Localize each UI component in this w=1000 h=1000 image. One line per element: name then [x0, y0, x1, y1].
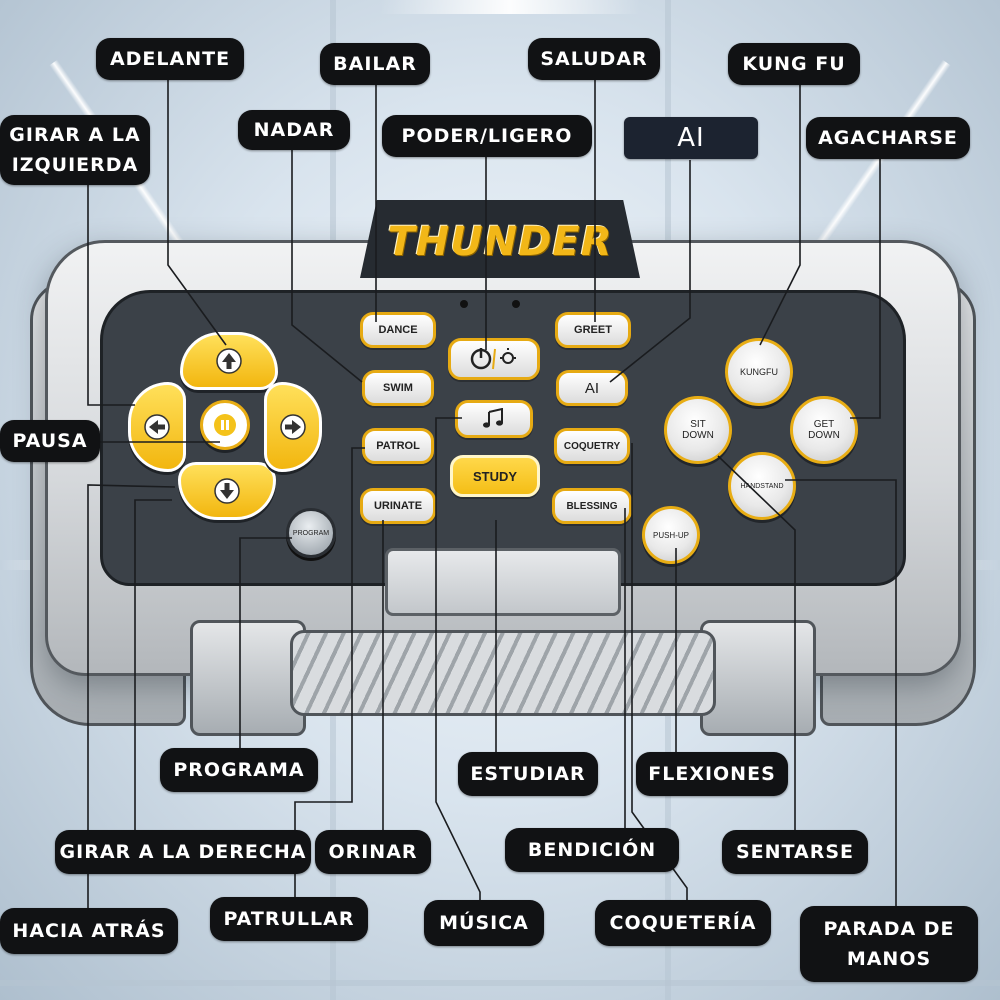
- swim-button[interactable]: SWIM: [362, 370, 434, 406]
- brand-logo: THUNDER: [387, 219, 613, 265]
- leader-programa: [239, 537, 292, 770]
- leader-kung-fu: [759, 80, 801, 346]
- greet-button[interactable]: GREET: [555, 312, 631, 348]
- music-note-icon: [483, 408, 503, 428]
- label-ai: AI: [624, 117, 758, 159]
- push-up-button[interactable]: PUSH-UP: [642, 506, 700, 564]
- arrow-down-icon: [214, 478, 240, 504]
- label-parada-de-manos: PARADA DE MANOS: [800, 906, 978, 982]
- leader-musica: [435, 417, 481, 920]
- label-patrullar: PATRULLAR: [210, 897, 368, 941]
- backward-button[interactable]: [178, 462, 276, 520]
- blessing-button[interactable]: BLESSING: [552, 488, 632, 524]
- arrow-up-icon: [216, 348, 242, 374]
- ai-button[interactable]: AI: [556, 370, 628, 406]
- label-flexiones: FLEXIONES: [636, 752, 788, 796]
- label-agacharse: AGACHARSE: [806, 117, 970, 159]
- label-poder-ligero: PODER/LIGERO: [382, 115, 592, 157]
- turn-right-button[interactable]: [264, 382, 322, 472]
- leader-adelante: [167, 75, 227, 346]
- label-sentarse: SENTARSE: [722, 830, 868, 874]
- music-button[interactable]: [455, 400, 533, 438]
- leader-girar-izquierda: [87, 185, 135, 406]
- leader-girar-derecha: [134, 499, 172, 850]
- urinate-button[interactable]: URINATE: [360, 488, 436, 524]
- arrow-right-icon: [280, 414, 306, 440]
- turn-left-button[interactable]: [128, 382, 186, 472]
- pause-button[interactable]: [200, 400, 250, 450]
- arrow-left-icon: [144, 414, 170, 440]
- ceiling-light: [380, 0, 640, 14]
- label-girar-izquierda: GIRAR A LA IZQUIERDA: [0, 115, 150, 185]
- forward-button[interactable]: [180, 332, 278, 390]
- corridor-line: [0, 980, 1000, 986]
- sit-down-button[interactable]: SIT DOWN: [664, 396, 732, 464]
- leader-ai: [609, 160, 691, 383]
- power-light-button[interactable]: [448, 338, 540, 380]
- label-bendicion: BENDICIÓN: [505, 828, 679, 872]
- power-light-icon: [470, 348, 516, 370]
- kungfu-button[interactable]: KUNGFU: [725, 338, 793, 406]
- patrol-button[interactable]: PATROL: [362, 428, 434, 464]
- label-musica: MÚSICA: [424, 900, 544, 946]
- handstand-button[interactable]: HANDSTAND: [728, 452, 796, 520]
- label-estudiar: ESTUDIAR: [458, 752, 598, 796]
- pause-icon: [214, 414, 236, 436]
- label-programa: PROGRAMA: [160, 748, 318, 792]
- logo-plate: [360, 200, 640, 278]
- leader-parada-de-manos: [785, 479, 897, 915]
- leader-agacharse: [850, 155, 881, 419]
- leader-hacia-atras: [87, 484, 176, 935]
- label-saludar: SALUDAR: [528, 38, 660, 80]
- label-girar-derecha: GIRAR A LA DERECHA: [55, 830, 311, 874]
- coquetry-button[interactable]: COQUETRY: [554, 428, 630, 464]
- get-down-button[interactable]: GET DOWN: [790, 396, 858, 464]
- center-roller: [290, 630, 716, 716]
- label-nadar: NADAR: [238, 110, 350, 150]
- leader-sentarse: [717, 455, 796, 850]
- study-button[interactable]: STUDY: [450, 455, 540, 497]
- program-button[interactable]: PROGRAM: [286, 508, 336, 558]
- left-bumper: [190, 620, 306, 736]
- label-pausa: PAUSA: [0, 420, 100, 462]
- indicator-light: [512, 300, 520, 308]
- label-hacia-atras: HACIA ATRÁS: [0, 908, 178, 954]
- dance-button[interactable]: DANCE: [360, 312, 436, 348]
- indicator-light: [460, 300, 468, 308]
- label-orinar: ORINAR: [315, 830, 431, 874]
- leader-nadar: [291, 147, 363, 383]
- label-adelante: ADELANTE: [96, 38, 244, 80]
- label-kung-fu: KUNG FU: [728, 43, 860, 85]
- label-bailar: BAILAR: [320, 43, 430, 85]
- center-slot: [385, 548, 621, 616]
- label-coqueteria: COQUETERÍA: [595, 900, 771, 946]
